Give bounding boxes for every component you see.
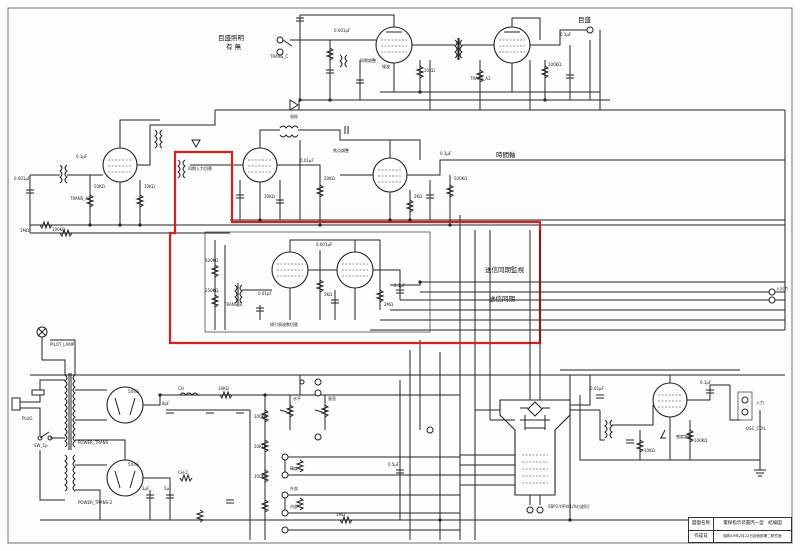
label-r-s: 100KΩ (694, 438, 707, 443)
label-r-h: 10KΩ (264, 194, 275, 199)
label-plug: PLUG (22, 416, 32, 421)
label-r-g: 20KΩ (324, 176, 335, 181)
label-hold: 同期調整 (360, 57, 376, 63)
label-ch2: CH-2 (178, 470, 188, 475)
schematic-labels: 目盛照明 有 無 目盛 時間軸 送信同期監視 送信同期 PLUG SW_1p P… (14, 15, 788, 517)
label-r-e: 500KΩ (454, 176, 467, 181)
label-sync-sel: 同期入力切替 (188, 165, 212, 171)
label-det: 検波 (382, 63, 390, 69)
top-section (276, 14, 594, 110)
label-focus: 焦点調整 (333, 147, 349, 153)
label-on-off: 有 無 (226, 42, 242, 51)
label-r-c: 50KΩ (94, 184, 105, 189)
label-osc: OSC_COIL (746, 426, 767, 431)
middle-section (26, 99, 785, 238)
drawing-border (7, 7, 793, 544)
label-r-a: 1MΩ (20, 228, 29, 233)
label-sync: 送信同期 (489, 294, 516, 303)
label-io: 入出力 (776, 285, 788, 291)
title-block: 図面名称 電探指示装置丙一型 結線図 作成日 昭和19年2月22日技術部第二研究… (688, 517, 792, 543)
label-v-pos: 垂直 (328, 395, 336, 401)
label-time-axis: 時間軸 (496, 150, 516, 159)
title-block-name-label: 図面名称 (689, 518, 714, 530)
label-r-q: 1MΩ (336, 512, 345, 517)
label-gain: 感度調整 (676, 433, 692, 439)
label-scale: 目盛 (578, 15, 592, 24)
label-h-pos: 水平 (293, 395, 301, 401)
label-ch: CH (178, 386, 184, 391)
label-c14: 0.1μF (560, 32, 572, 37)
title-block-date: 昭和19年2月22日技術部第二研究室 (723, 534, 782, 538)
label-c3: 0.01μF (300, 158, 314, 163)
label-c11: 0.5μF (388, 462, 400, 467)
label-ptrans: POWER_TRANS (78, 440, 109, 445)
label-pilot: PILOT_LAMP (50, 342, 75, 347)
label-r-n: 100KΩ (254, 414, 267, 419)
junction-dots (88, 90, 572, 522)
label-r-k: 5KΩ (324, 292, 332, 297)
label-sweep-sel: 掃引周波数切替 (270, 321, 298, 327)
sweep-section (204, 231, 431, 333)
right-terminals (768, 288, 776, 304)
label-c1: 0.001μF (14, 176, 31, 181)
label-r-u: 10KΩ (424, 68, 435, 73)
label-r-j: 250KΩ (205, 288, 218, 293)
title-block-date-label: 作成日 (689, 531, 714, 543)
label-rect1: 5X4G (128, 389, 139, 394)
label-c7: 0.1μF (394, 283, 406, 288)
label-t1: TRANS_A1 (69, 196, 91, 201)
crt-section (460, 230, 600, 514)
label-r-o: 50KΩ (254, 444, 265, 449)
label-r-t: 100KΩ (548, 62, 561, 67)
label-sync-monitor: 送信同期監視 (485, 265, 525, 274)
label-switch: SW_1p (34, 443, 48, 448)
label-r-r: 10KΩ (644, 448, 655, 453)
label-int: 内部 (290, 503, 298, 509)
label-xtal: 発振 (290, 113, 298, 119)
label-crt: 5BP1-Y/P4(1/4の波形) (548, 503, 590, 509)
label-c15: 0.001μF (334, 28, 351, 33)
power-supply (11, 326, 460, 540)
label-r-p: 100KΩ (254, 474, 267, 479)
label-c9: 1μF (142, 486, 150, 491)
label-r-m: 10KΩ (218, 386, 229, 391)
label-t3: TRANS_B (223, 302, 242, 307)
label-c8: 8μF (162, 401, 170, 406)
label-c12: 0.01μF (590, 386, 604, 391)
label-c4: 0.1μF (440, 151, 452, 156)
label-t4: TRANS_C (269, 54, 288, 59)
label-c6: 0.001μF (316, 242, 333, 247)
label-intensity: 輝度 (290, 465, 298, 471)
label-c13: 0.1μF (700, 380, 712, 385)
label-c5: 0.01μF (258, 291, 272, 296)
title-block-name: 電探指示装置丙一型 結線図 (723, 521, 782, 526)
label-input: 入力 (756, 399, 764, 405)
main-rails (29, 30, 786, 540)
label-scale-light: 目盛照明 (218, 33, 245, 42)
label-c10: 5μF (164, 486, 172, 491)
label-r-f: 2KΩ (414, 194, 422, 199)
label-t2: TRANS_A2 (469, 76, 491, 81)
label-r-b: 100KΩ (52, 227, 65, 232)
label-r-i: 500KΩ (205, 258, 218, 263)
label-ptrans2: POWER_TRANS-2 (78, 500, 113, 505)
label-r-l: 2MΩ (384, 302, 393, 307)
label-r-d: 10KΩ (144, 184, 155, 189)
label-rect2: 5X4G (128, 462, 139, 467)
label-c2: 0.1μF (76, 154, 88, 159)
right-amplifier (579, 375, 766, 477)
label-ext: 外部 (290, 485, 298, 491)
